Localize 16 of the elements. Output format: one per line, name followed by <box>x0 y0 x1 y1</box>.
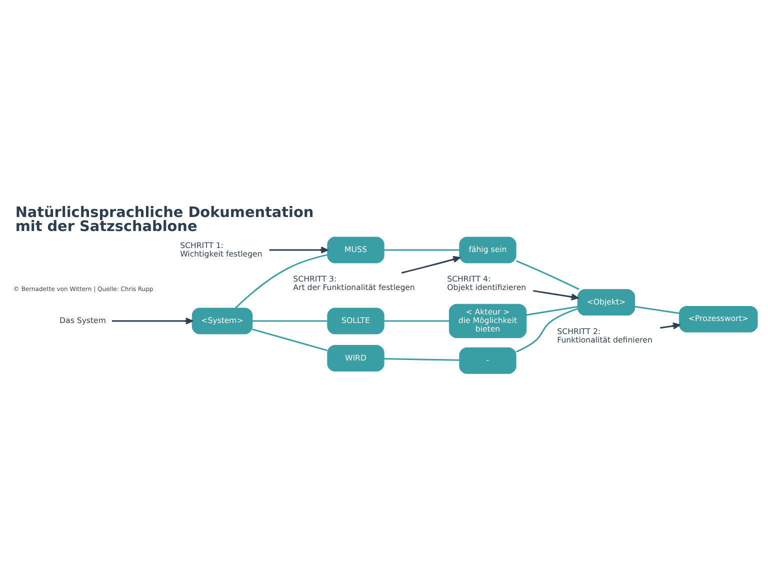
connector <box>516 308 578 352</box>
arrow <box>401 255 460 274</box>
arrow <box>660 322 680 329</box>
connector <box>234 254 328 308</box>
arrow <box>269 246 328 253</box>
arrow <box>112 317 193 324</box>
connector <box>384 358 460 360</box>
connector <box>384 248 460 250</box>
connector <box>526 306 578 316</box>
connector <box>252 328 328 351</box>
connector <box>384 320 450 322</box>
connector <box>634 305 680 314</box>
diagram-title: Natürlichsprachliche Dokumentation mit der Satzschablone <box>15 204 314 235</box>
connector <box>252 320 328 322</box>
arrow <box>533 290 578 300</box>
connector <box>516 260 580 290</box>
